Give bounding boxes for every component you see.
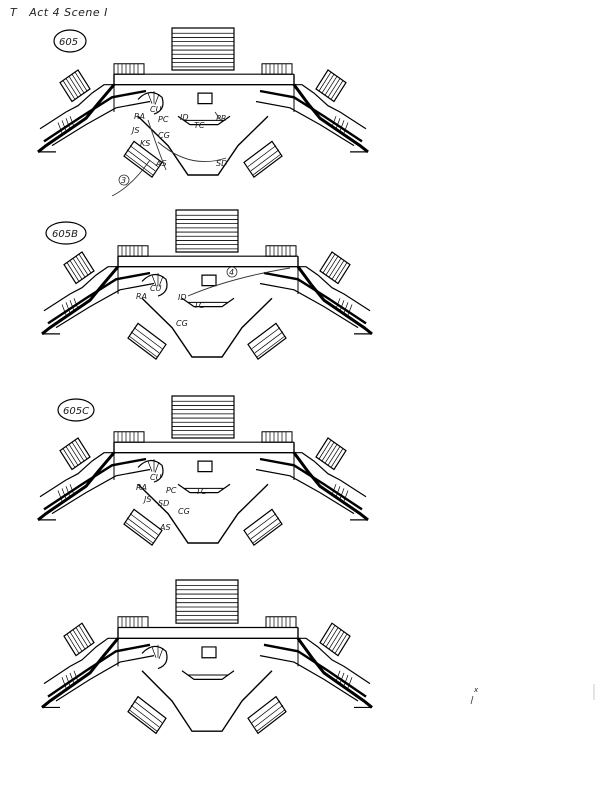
label-PC: PC [158, 115, 169, 124]
cue-number-605C: 605C [63, 406, 89, 417]
label-TC: TC [194, 121, 205, 130]
actor-labels-605: RA CU ID PC JS CG TC PR SD AS KS [130, 105, 227, 168]
label-SD: SD [216, 159, 227, 168]
label-AS: AS [155, 159, 167, 168]
label-RA: RA [136, 292, 147, 301]
stage-ground-plan [36, 26, 370, 179]
stage-ground-plan [40, 208, 374, 361]
page-header: T Act 4 Scene I [10, 6, 108, 19]
label-CU: CU [150, 284, 162, 293]
label-PC: PC [166, 486, 177, 495]
path-mark-circle [227, 267, 237, 277]
actor-labels-605C: RA CU PC TC JS SD CG AS [136, 473, 207, 532]
label-RA: RA [136, 483, 147, 492]
circled-cue-605C [58, 399, 94, 421]
label-CG: CG [176, 319, 188, 328]
label-AS: AS [159, 523, 171, 532]
blocking-arrow [148, 120, 166, 170]
label-ID: ID [178, 293, 187, 302]
cue-number-605: 605 [59, 37, 78, 48]
circled-cue-605 [54, 30, 86, 52]
blocking-arrow [188, 268, 290, 296]
label-ID: ID [180, 113, 189, 122]
path-mark: 3 [121, 176, 126, 185]
header-letter: T [10, 6, 18, 19]
actor-labels-605B: RA CU ID TC CG [136, 284, 205, 328]
margin-marks: x [471, 684, 594, 704]
label-TC: TC [196, 487, 207, 496]
margin-mark: x [473, 686, 479, 694]
margin-tick [471, 696, 473, 704]
label-CG: CG [158, 131, 170, 140]
label-CG: CG [178, 507, 190, 516]
blocking-arrow [215, 112, 222, 122]
label-SD: SD [158, 499, 169, 508]
diagram-blank [40, 578, 374, 735]
label-PR: PR [216, 114, 226, 123]
header-act-scene: Act 4 Scene I [29, 6, 108, 19]
diagram-605C: 605C RA CU PC TC JS SD CG AS [36, 394, 370, 547]
diagram-605: 605 3 RA CU ID PC JS CG TC PR SD AS KS [36, 26, 370, 196]
path-mark: 4 [229, 268, 234, 277]
label-CU: CU [150, 473, 162, 482]
label-JS: JS [130, 126, 139, 135]
label-CU: CU [150, 105, 162, 114]
path-mark-circle [119, 175, 129, 185]
label-RA: RA [134, 112, 145, 121]
blocking-arrow [158, 142, 226, 162]
stage-ground-plan [40, 578, 374, 735]
blocking-arrow [112, 160, 150, 196]
circled-cue-605B [46, 222, 86, 244]
cue-number-605B: 605B [52, 229, 78, 240]
label-JS: JS [142, 495, 151, 504]
label-KS: KS [140, 139, 150, 148]
diagram-605B: 605B 4 RA CU ID TC CG [40, 208, 374, 361]
label-TC: TC [194, 301, 205, 310]
